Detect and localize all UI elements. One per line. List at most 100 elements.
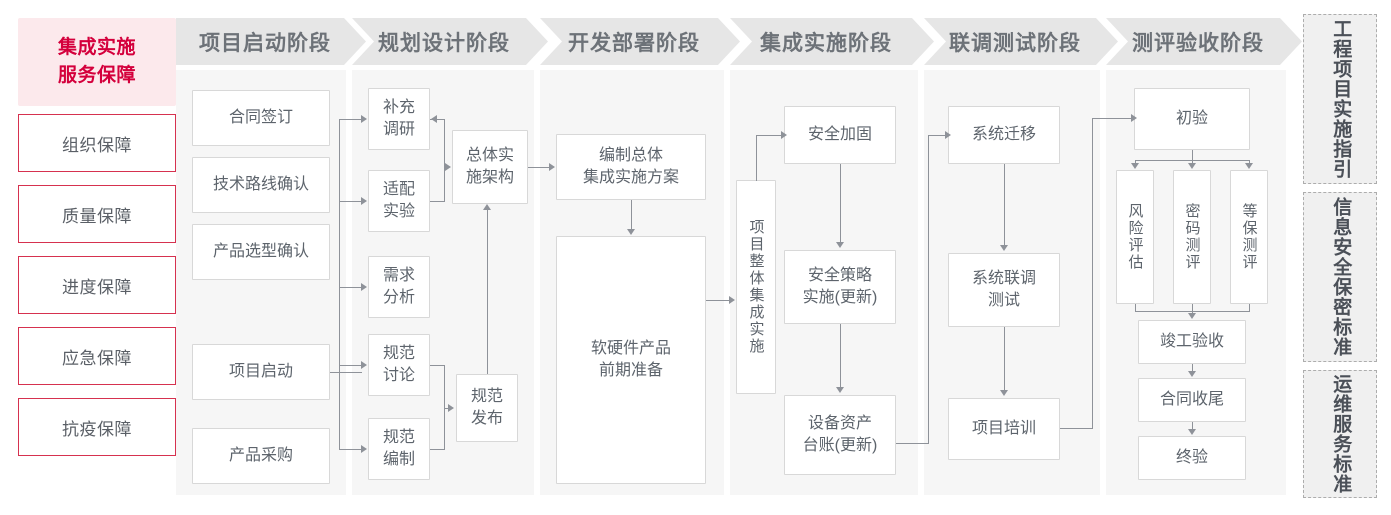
node-project-kickoff[interactable]: 项目启动 [192,344,330,400]
arrowhead-policy-in [836,242,844,248]
connector-to-preliminary [1092,118,1132,119]
node-product-procurement[interactable]: 产品采购 [192,428,330,484]
connector-drafting-out [430,449,444,450]
node-system-migration[interactable]: 系统迁移 [948,106,1060,164]
node-spec-release[interactable]: 规范 发布 [456,374,518,442]
phase-header-planning[interactable]: 规划设计阶段 [352,18,548,65]
rail-item-quality[interactable]: 质量保障 [18,185,176,243]
connector-completion-to-closeout [1192,364,1193,372]
standard-label: 信息安全保密标准 [1330,197,1352,357]
rail-item-emergency[interactable]: 应急保障 [18,327,176,385]
arrowhead-plan-in [549,163,555,171]
phase-header-startup[interactable]: 项目启动阶段 [176,18,366,65]
node-label-line-2: 分析 [382,289,415,306]
node-contract-closeout[interactable]: 合同收尾 [1138,378,1246,422]
rail-item-epidemic[interactable]: 抗疫保障 [18,398,176,456]
arrowhead-risk-in [1131,163,1139,169]
node-label-line-2: 集成实施方案 [582,169,679,186]
connector-mlps-down [1249,304,1250,312]
phase-header-develop[interactable]: 开发部署阶段 [540,18,740,65]
connector-policy-to-ledger [840,324,841,387]
connector-fanin-mid [1192,304,1193,314]
arrowhead-migration-in [945,131,951,139]
node-product-selection-confirm[interactable]: 产品选型确认 [192,224,330,280]
connector-adaptation-out [430,201,444,202]
node-completion-acceptance[interactable]: 竣工验收 [1138,320,1246,364]
standard-ops-service[interactable]: 运维服务标准 [1303,370,1377,498]
rail-item-label: 进度保障 [62,277,132,297]
connector-kickoff-to-trunk [330,372,362,373]
standard-engineering-guide[interactable]: 工程项目实施指引 [1303,14,1377,184]
connector-planning-trunk [339,119,340,450]
rail-item-organization[interactable]: 组织保障 [18,114,176,172]
node-preliminary-acceptance[interactable]: 初验 [1134,88,1250,150]
node-final-acceptance[interactable]: 终验 [1138,436,1246,480]
node-label-line-2: 讨论 [382,367,415,384]
node-label-line-1: 编制总体 [598,147,663,165]
node-label-line-1: 规范 [382,345,415,363]
node-tech-route-confirm[interactable]: 技术路线确认 [192,157,330,213]
node-label: 竣工验收 [1159,333,1224,351]
connector-to-migration [928,135,946,136]
node-label: 项目培训 [971,420,1036,438]
node-risk-assessment[interactable]: 风险评估 [1116,170,1154,304]
node-supplementary-research[interactable]: 补充 调研 [368,88,430,150]
arrowhead-spec-release-in [448,404,454,412]
phase-header-label: 测评验收阶段 [1132,31,1264,55]
arrowhead-mlps-in [1245,163,1253,169]
node-label-line-1: 适配 [382,181,415,199]
phase-header-integration[interactable]: 集成实施阶段 [730,18,934,65]
node-project-training[interactable]: 项目培训 [948,398,1060,460]
node-label-line-2: 发布 [470,410,503,427]
node-label: 合同签订 [228,109,293,127]
node-label: 风险评估 [1126,203,1144,271]
node-hw-sw-preparation[interactable]: 软硬件产品 前期准备 [556,236,706,484]
connector-training-right [1060,428,1092,429]
node-overall-project-integration[interactable]: 项目整体集成实施 [736,180,776,394]
connector-merge-spec-release [444,365,445,450]
phase-header-acceptance[interactable]: 测评验收阶段 [1106,18,1302,65]
connector-joint-test-to-training [1004,327,1005,390]
arrowhead-final-in [1188,429,1196,435]
arrowhead-preliminary-in [1131,114,1137,122]
arrowhead-crypto-in [1188,163,1196,169]
node-spec-discussion[interactable]: 规范 讨论 [368,334,430,396]
arrowhead-integration-in [729,296,735,304]
node-requirement-analysis[interactable]: 需求 分析 [368,256,430,318]
standard-label: 工程项目实施指引 [1330,19,1352,179]
node-label-line-1: 规范 [470,388,503,406]
connector-spec-release-stub [444,408,449,409]
arrowhead-architecture-in [445,163,451,171]
node-system-joint-test[interactable]: 系统联调 测试 [948,253,1060,327]
node-overall-impl-architecture[interactable]: 总体实 施架构 [452,130,528,204]
connector-fanout-left [1135,160,1136,164]
node-label: 技术路线确认 [212,176,309,194]
node-label-line-1: 总体实 [465,147,514,165]
node-contract-signing[interactable]: 合同签订 [192,90,330,146]
node-overall-integration-plan[interactable]: 编制总体 集成实施方案 [556,134,706,200]
arrowhead-research [361,115,367,123]
connector-branch-adaptation [339,201,362,202]
connector-branch-drafting [339,449,362,450]
node-security-policy-impl[interactable]: 安全策略 实施(更新) [784,250,896,324]
rail-item-schedule[interactable]: 进度保障 [18,256,176,314]
connector-branch-requirement [339,287,362,288]
arrowhead-hardening-in [781,131,787,139]
node-label: 合同收尾 [1159,391,1224,409]
arrowhead-adaptation [361,197,367,205]
node-security-hardening[interactable]: 安全加固 [784,106,896,164]
node-spec-drafting[interactable]: 规范 编制 [368,418,430,480]
node-label-line-1: 补充 [382,99,415,117]
node-label: 等保测评 [1240,203,1258,271]
node-label-line-1: 软硬件产品 [590,340,671,358]
phase-header-joint-test[interactable]: 联调测试阶段 [924,18,1118,65]
standard-infosec[interactable]: 信息安全保密标准 [1303,192,1377,362]
connector-branch-research [339,119,362,120]
node-label: 安全加固 [807,126,872,144]
arrowhead-research-back [431,115,437,123]
node-crypto-evaluation[interactable]: 密码测评 [1173,170,1211,304]
node-mlps-evaluation[interactable]: 等保测评 [1230,170,1268,304]
node-adaptation-experiment[interactable]: 适配 实验 [368,170,430,232]
node-label: 系统迁移 [971,126,1036,144]
node-asset-ledger[interactable]: 设备资产 台账(更新) [784,395,896,475]
